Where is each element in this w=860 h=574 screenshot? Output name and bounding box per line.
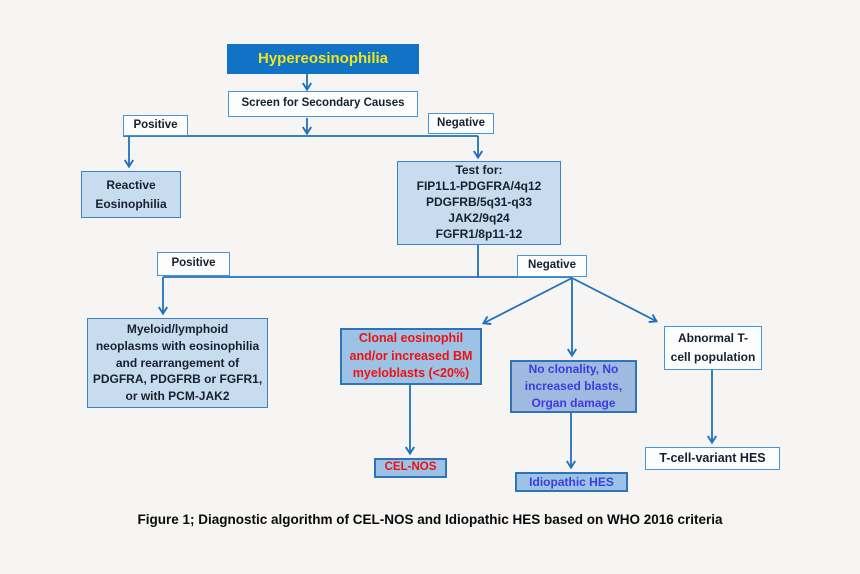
connector-negative2-to-clonal (481, 277, 573, 325)
node-reactive-eosinophilia: Reactive Eosinophilia (81, 171, 181, 218)
label-positive-2: Positive (157, 252, 230, 276)
label-positive-1: Positive (123, 115, 188, 136)
node-test-for: Test for: FIP1L1-PDGFRA/4q12 PDGFRB/5q31… (397, 161, 561, 245)
node-t-cell-variant-hes: T-cell-variant HES (645, 447, 780, 470)
node-clonal-eosinophil: Clonal eosinophil and/or increased BM my… (340, 328, 482, 385)
connector-negative2-to-abnormal (571, 277, 659, 323)
label-negative-1: Negative (428, 113, 494, 134)
node-abnormal-t-cell-population: Abnormal T- cell population (664, 326, 762, 370)
figure-caption: Figure 1; Diagnostic algorithm of CEL-NO… (137, 512, 723, 527)
node-no-clonality: No clonality, No increased blasts, Organ… (510, 360, 637, 413)
node-screen-secondary-causes: Screen for Secondary Causes (228, 91, 418, 117)
node-hypereosinophilia: Hypereosinophilia (227, 44, 419, 74)
node-myeloid-lymphoid-neoplasms: Myeloid/lymphoid neoplasms with eosinoph… (87, 318, 268, 408)
node-idiopathic-hes: Idiopathic HES (515, 472, 628, 492)
label-negative-2: Negative (517, 255, 587, 277)
node-cel-nos: CEL-NOS (374, 458, 447, 478)
